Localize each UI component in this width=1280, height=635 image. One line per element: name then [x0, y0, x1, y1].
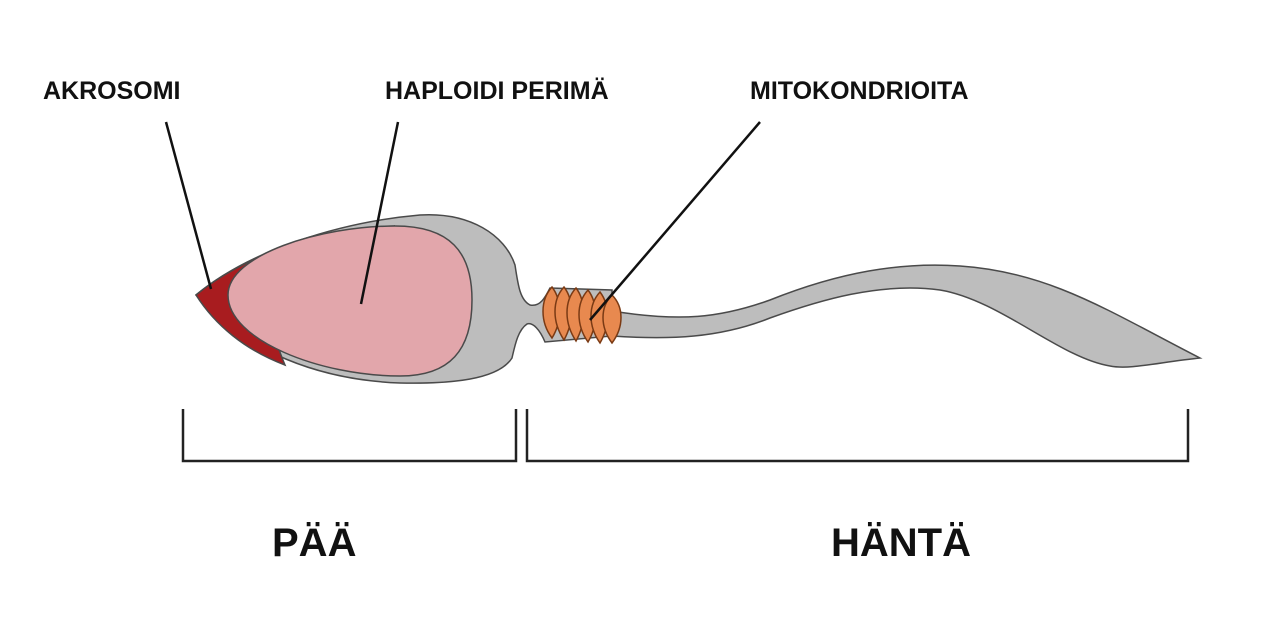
acrosome-leader-line	[164, 121, 213, 290]
tail-section-label: HÄNTÄ	[831, 521, 971, 565]
tail-bracket	[525, 409, 1190, 463]
haploid-genome-leader-line	[359, 121, 400, 305]
haploid-genome-label: HAPLOIDI PERIMÄ	[385, 77, 609, 105]
head-section-label: PÄÄ	[272, 521, 357, 565]
mitochondria-leader-line	[589, 121, 761, 321]
tail-shape	[611, 264, 1203, 368]
mitochondria-label: MITOKONDRIOITA	[750, 77, 969, 105]
acrosome-label: AKROSOMI	[43, 77, 181, 105]
nucleus-shape	[227, 225, 473, 377]
head-bracket	[181, 409, 518, 463]
mitochondrion-coil	[602, 293, 622, 345]
